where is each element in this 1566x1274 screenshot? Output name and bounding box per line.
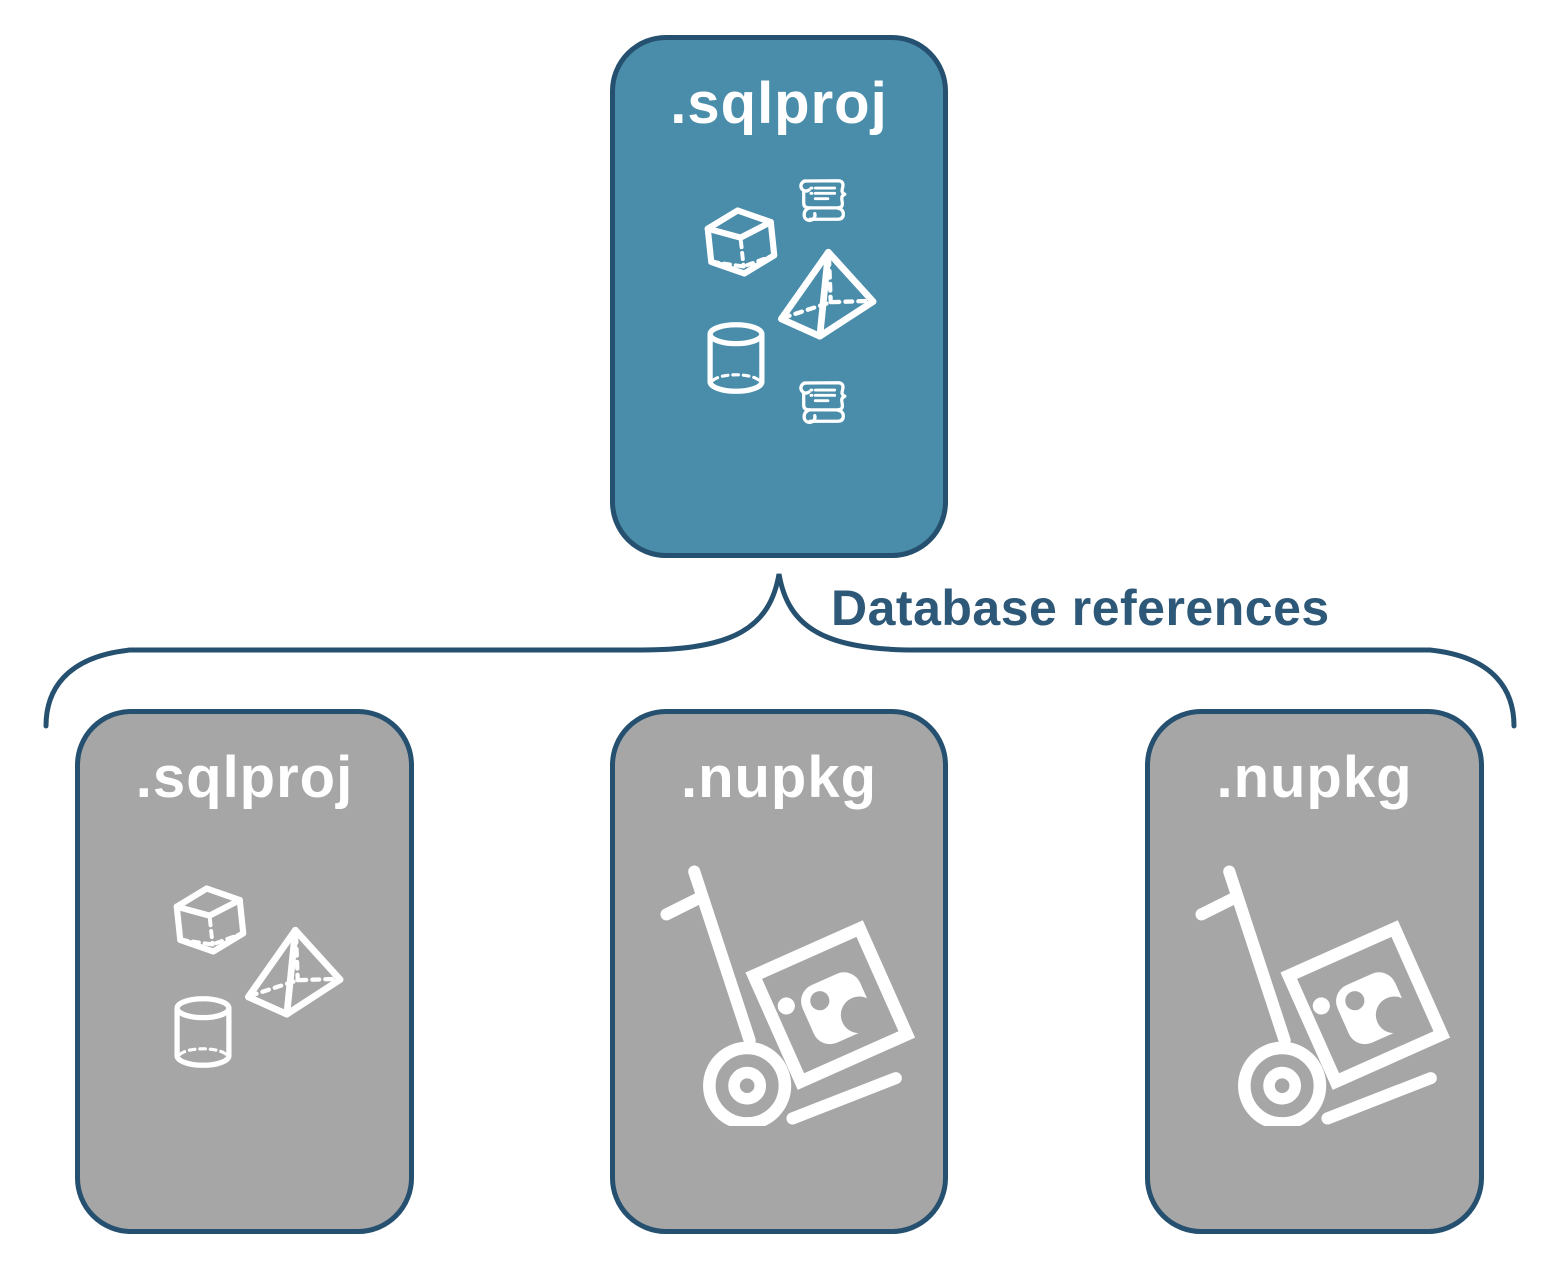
parent-card-sqlproj: .sqlproj [610,35,948,558]
child-card-sqlproj: .sqlproj [75,709,414,1234]
pyramid-icon [768,241,883,348]
pyramid-icon [235,919,350,1026]
database-references-label: Database references [831,580,1330,636]
card-title: .sqlproj [135,745,354,810]
card-title: .nupkg [680,745,878,810]
cylinder-icon [168,992,238,1072]
scroll-icon [795,376,853,434]
card-title: .nupkg [1216,745,1413,810]
package-dolly-icon [1194,864,1466,1126]
package-dolly-icon [659,864,931,1126]
card-title: .sqlproj [670,71,888,136]
child-card-nupkg-2: .nupkg [1145,709,1484,1234]
child-card-nupkg-1: .nupkg [610,709,948,1234]
scroll-icon [795,174,853,232]
cylinder-icon [701,318,771,398]
